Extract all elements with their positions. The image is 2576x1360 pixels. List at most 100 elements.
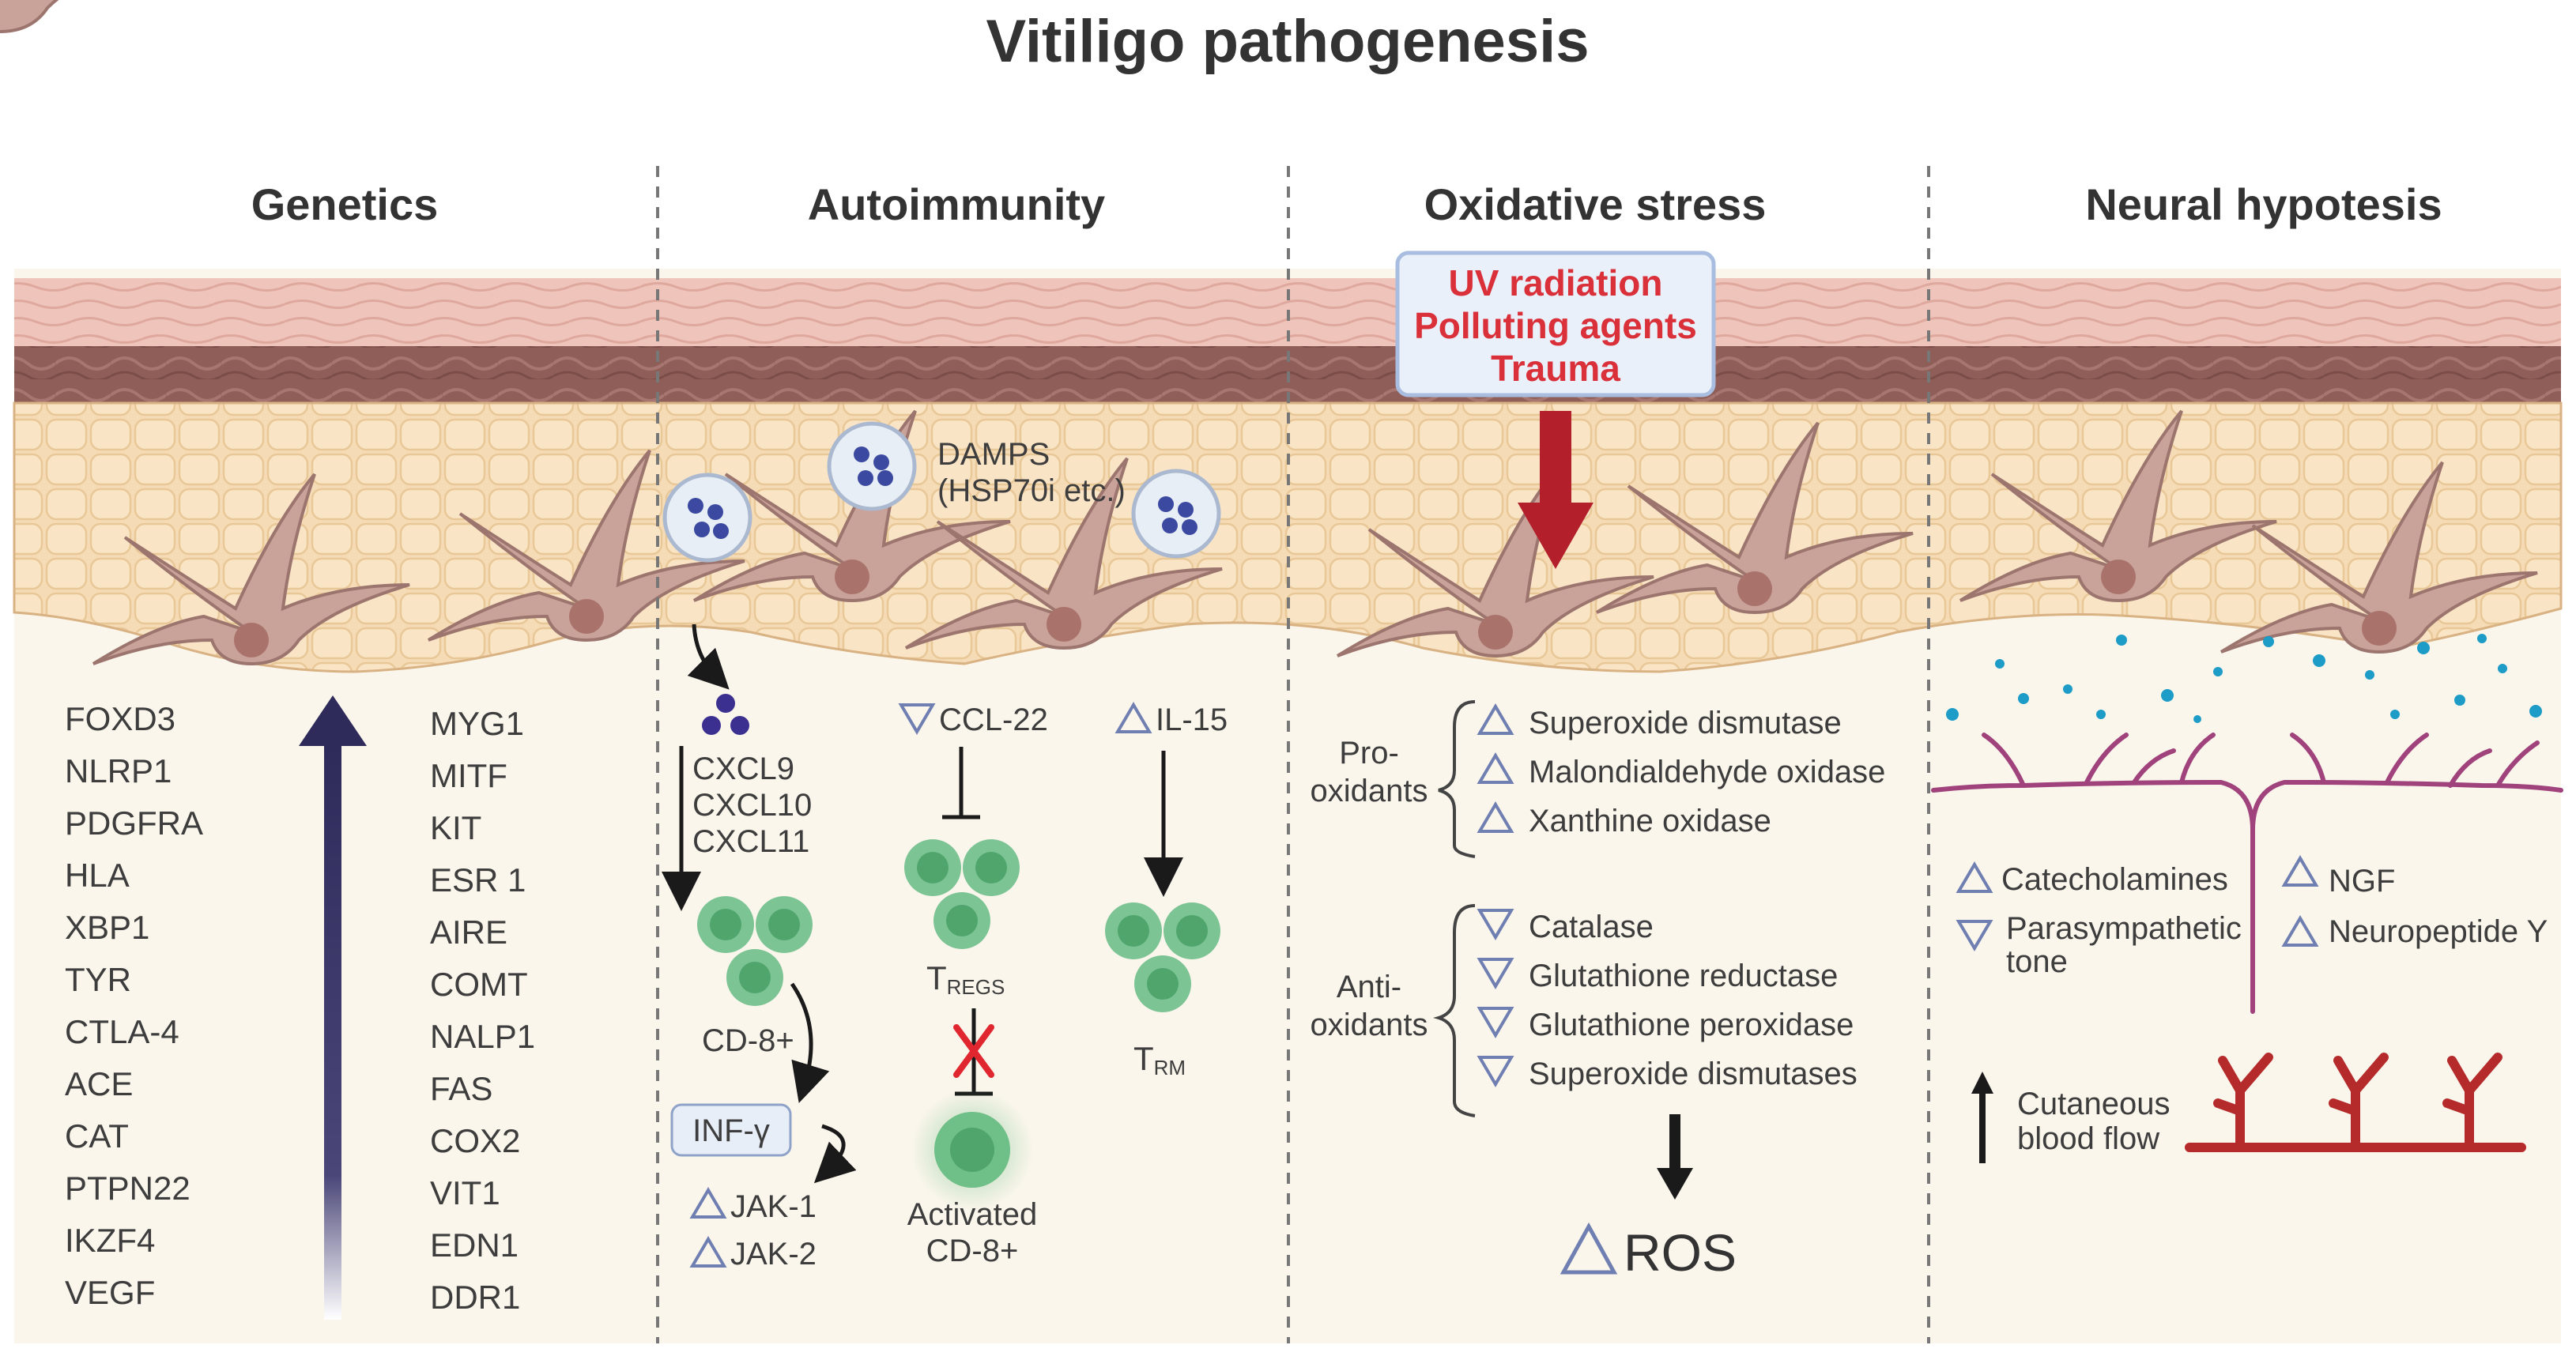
pro-oxidant-item: Superoxide dismutase — [1529, 706, 1842, 740]
increase-triangle-icon — [1115, 702, 1152, 733]
stress-factor-label: Polluting agents — [1414, 305, 1697, 346]
gene-list-left: FOXD3 NLRP1 PDGFRA HLA XBP1 TYR CTLA-4 A… — [65, 700, 203, 1311]
anti-oxidant-item: Superoxide dismutases — [1529, 1057, 1858, 1091]
gene-label: PTPN22 — [65, 1170, 190, 1207]
decrease-triangle-icon — [1477, 1056, 1514, 1087]
page-title: Vitiligo pathogenesis — [986, 8, 1590, 75]
trm-cells-icon — [1105, 902, 1220, 1012]
increase-triangle-icon — [689, 1187, 727, 1219]
increase-triangle-icon — [1956, 861, 1993, 893]
treg-cells-icon — [904, 839, 1020, 949]
column-header-autoimmunity: Autoimmunity — [808, 179, 1105, 229]
brace-icon — [1433, 904, 1476, 1117]
increase-triangle-icon — [2281, 915, 2319, 947]
neural-panel: Catecholamines Parasympathetic tone NGF … — [1931, 634, 2563, 1163]
gene-label: ACE — [65, 1065, 133, 1102]
treg-label: TREGS — [926, 959, 1005, 999]
activated-label: Activated — [907, 1197, 1038, 1232]
parasympathetic-sublabel: tone — [2006, 944, 2068, 979]
activated-cd8-cell-icon — [911, 1088, 1034, 1211]
chemokine-label: CXCL9 — [692, 752, 794, 786]
gene-label: IKZF4 — [65, 1222, 155, 1259]
ros-label: ROS — [1624, 1223, 1737, 1282]
cd8-label: CD-8+ — [702, 1023, 794, 1058]
gene-label: TYR — [65, 961, 131, 998]
pro-oxidants-label: Pro- — [1339, 736, 1399, 770]
blood-flow-sublabel: blood flow — [2017, 1121, 2159, 1156]
increase-triangle-icon — [689, 1236, 727, 1268]
increase-triangle-icon — [1560, 1222, 1618, 1275]
stress-factor-label: UV radiation — [1449, 262, 1663, 303]
blood-vessel-icon — [2185, 1053, 2526, 1152]
decrease-triangle-icon — [1477, 1007, 1514, 1038]
anti-oxidant-item: Catalase — [1529, 910, 1654, 944]
gene-label: FOXD3 — [65, 700, 175, 737]
down-red-arrow-icon — [1518, 411, 1593, 569]
inf-gamma-label: INF-γ — [692, 1113, 770, 1148]
gene-label: DDR1 — [430, 1279, 520, 1316]
block-cross-icon — [953, 1024, 994, 1078]
pro-oxidants-label: oxidants — [1311, 774, 1428, 808]
gene-label: COMT — [430, 966, 528, 1003]
brace-icon — [1438, 700, 1476, 858]
genetics-panel: FOXD3 NLRP1 PDGFRA HLA XBP1 TYR CTLA-4 A… — [65, 695, 535, 1320]
ngf-label: NGF — [2329, 864, 2395, 899]
gene-label: NLRP1 — [65, 752, 172, 789]
jak1-label: JAK-1 — [730, 1189, 817, 1224]
decrease-triangle-icon — [1477, 909, 1514, 940]
damps-vesicle-icon — [662, 421, 1221, 563]
decrease-triangle-icon — [1477, 958, 1514, 989]
chemokine-molecules-icon — [702, 694, 749, 735]
gene-label: EDN1 — [430, 1226, 519, 1264]
stress-factors-box — [1395, 251, 1716, 397]
increase-triangle-icon — [2281, 855, 2319, 887]
neuropeptide-label: Neuropeptide Y — [2329, 914, 2548, 949]
parasympathetic-label: Parasympathetic — [2006, 911, 2242, 946]
gene-label: KIT — [430, 809, 481, 846]
damps-sublabel: (HSP70i etc.) — [937, 473, 1126, 508]
anti-oxidant-item: Glutathione peroxidase — [1529, 1008, 1854, 1042]
damps-label: DAMPS — [937, 437, 1050, 472]
gene-label: CTLA-4 — [65, 1013, 179, 1050]
neurotransmitter-dots — [1946, 634, 2542, 723]
gene-label: MITF — [430, 757, 507, 794]
pro-oxidant-item: Xanthine oxidase — [1529, 804, 1771, 838]
column-header-genetics: Genetics — [251, 179, 439, 229]
gene-list-right: MYG1 MITF KIT ESR 1 AIRE COMT NALP1 FAS … — [430, 705, 535, 1316]
decrease-triangle-icon — [898, 703, 936, 735]
increase-triangle-icon — [1477, 703, 1514, 735]
increase-triangle-icon — [1477, 752, 1514, 784]
up-arrow-icon — [1971, 1072, 1993, 1163]
cd8-cells-icon — [697, 896, 813, 1006]
autoimmunity-panel: DAMPS (HSP70i etc.) CXCL9 CXCL10 CXCL11 … — [662, 421, 1228, 1271]
gene-label: FAS — [430, 1070, 492, 1107]
gene-label: AIRE — [430, 914, 507, 951]
gene-label: NALP1 — [430, 1018, 535, 1055]
gene-label: VIT1 — [430, 1174, 500, 1211]
anti-oxidant-item: Glutathione reductase — [1529, 959, 1838, 993]
catecholamines-label: Catecholamines — [2001, 862, 2228, 897]
column-header-oxidative-stress: Oxidative stress — [1424, 179, 1767, 229]
gene-label: VEGF — [65, 1274, 155, 1311]
gene-label: PDGFRA — [65, 804, 203, 842]
column-header-neural-hypothesis: Neural hypotesis — [2085, 179, 2442, 229]
increase-triangle-icon — [1477, 801, 1514, 833]
anti-oxidants-label: Anti- — [1337, 970, 1401, 1004]
gene-label: HLA — [65, 857, 130, 894]
stress-factor-label: Trauma — [1491, 348, 1620, 389]
decrease-triangle-icon — [1956, 920, 1993, 951]
gene-label: CAT — [65, 1117, 129, 1155]
activated-sublabel: CD-8+ — [926, 1234, 1019, 1268]
inf-gamma-box — [670, 1103, 792, 1157]
il15-label: IL-15 — [1156, 703, 1228, 737]
gene-label: COX2 — [430, 1122, 520, 1159]
blood-flow-label: Cutaneous — [2017, 1087, 2170, 1121]
pro-oxidant-item: Malondialdehyde oxidase — [1529, 755, 1885, 789]
gene-label: ESR 1 — [430, 861, 526, 899]
trm-label: TRM — [1133, 1040, 1186, 1079]
oxidative-stress-panel: UV radiation Polluting agents Trauma Pro… — [1311, 251, 1885, 1282]
nerve-fiber-icon — [1931, 733, 2563, 1014]
ccl22-label: CCL-22 — [939, 703, 1048, 737]
